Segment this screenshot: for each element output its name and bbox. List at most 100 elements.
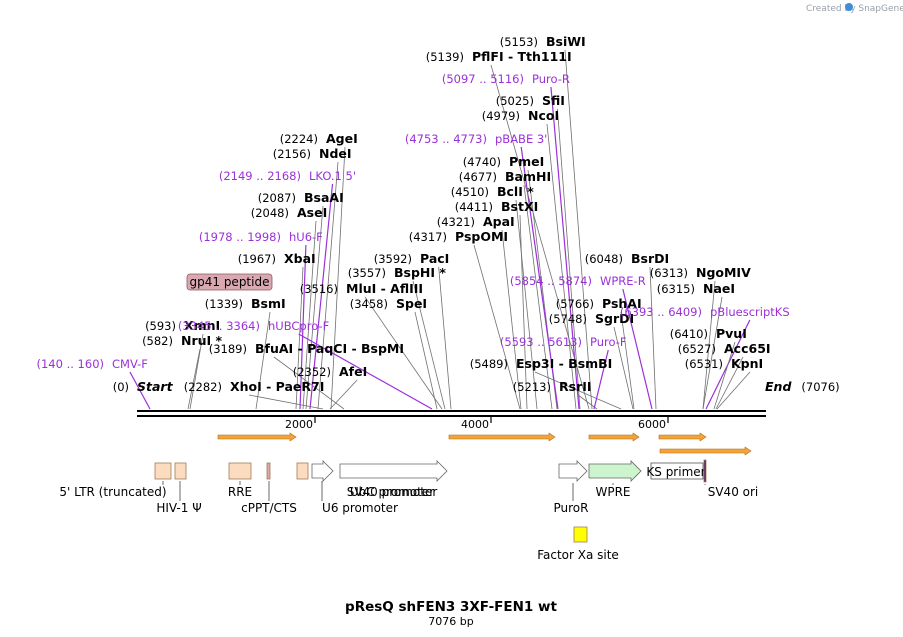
- site-ncoi-27[interactable]: (4979)NcoI: [482, 108, 559, 123]
- site-bsrdi-38[interactable]: (6048)BsrDI: [585, 251, 669, 266]
- connector-spei: [414, 311, 438, 410]
- credit-text: Created by SnapGene: [806, 4, 903, 14]
- feature-puror[interactable]: PuroR: [554, 460, 589, 515]
- site-nrui-2[interactable]: (582)NruI *: [142, 333, 222, 348]
- orf-arrow-3[interactable]: [588, 432, 640, 442]
- feature-label: SV40 ori: [708, 485, 759, 499]
- site-name: PshAI: [602, 296, 642, 311]
- site-name: hU6-F: [289, 230, 323, 244]
- site-esp3i-bsmbi-33[interactable]: (5489)Esp3I - BsmBI: [470, 356, 613, 371]
- connector-ncoi: [546, 123, 577, 410]
- orf-arrow-4[interactable]: [658, 432, 707, 442]
- feature-ubc-promoter[interactable]: UbC promoter: [311, 460, 434, 499]
- site-kpni-44[interactable]: (6531)KpnI: [685, 356, 763, 371]
- connector-sfii: [557, 108, 581, 410]
- feature-5-ltr-truncated[interactable]: 5' LTR (truncated): [59, 462, 172, 499]
- site-apai-21[interactable]: (4321) ApaI: [437, 214, 515, 229]
- orf-arrow-1[interactable]: [217, 432, 297, 442]
- site-pflfi-tth111i-30[interactable]: (5139)PflFI - Tth111I: [426, 49, 572, 64]
- site-sgrdi-35[interactable]: (5748)SgrDI: [549, 311, 634, 326]
- orf-arrow-5[interactable]: [659, 446, 752, 456]
- site-pvui-42[interactable]: (6410) PvuI: [670, 326, 747, 341]
- site-cmv-f-1[interactable]: (140 .. 160)CMV-F: [37, 357, 148, 371]
- site-bsaai-8[interactable]: (2087)BsaAI: [258, 190, 344, 205]
- site-position: (593): [145, 319, 176, 333]
- site-name: PvuI: [716, 326, 747, 341]
- feature-arrow-shape: [339, 460, 448, 482]
- feature-label: KS primer: [646, 465, 705, 479]
- site-bsiwi-31[interactable]: (5153)BsiWI: [500, 34, 586, 49]
- site-acc65i-43[interactable]: (6527)Acc65I: [678, 341, 771, 356]
- site-xmni-3[interactable]: (593)XmnI: [145, 318, 220, 333]
- site-name: PacI: [420, 251, 449, 266]
- site-xhoi-paer7i-12[interactable]: (2282)XhoI - PaeR7I: [184, 379, 325, 394]
- site-hubcpro-f-15[interactable]: (3345 .. 3364)hUBCpro-F: [178, 319, 329, 333]
- site-asei-7[interactable]: (2048)AseI: [251, 205, 328, 220]
- feature-shape: [650, 462, 704, 480]
- site-pbabe-3-26[interactable]: (4753 .. 4773)pBABE 3': [405, 132, 548, 146]
- site-name: AfeI: [339, 364, 367, 379]
- site-mlui-afliii-16[interactable]: (3516)MluI - AflIII: [300, 281, 423, 296]
- feature-arrow-shape: [311, 460, 334, 482]
- site-afei-13[interactable]: (2352)AfeI: [293, 364, 368, 379]
- site-start-0[interactable]: (0)Start: [113, 379, 174, 394]
- site-name: AgeI: [326, 131, 358, 146]
- gp41-feature[interactable]: gp41 peptide: [186, 273, 273, 291]
- site-bsmi-4[interactable]: (1339)BsmI: [205, 296, 286, 311]
- map-subtitle: 7076 bp: [428, 615, 473, 628]
- site-pmei-25[interactable]: (4740)PmeI: [463, 154, 545, 169]
- site-rsrii-32[interactable]: (5213)RsrII: [513, 379, 592, 394]
- feature-label: U6 promoter: [322, 501, 398, 515]
- feature-rre[interactable]: RRE: [228, 462, 252, 499]
- site-agei-11[interactable]: (2224)AgeI: [280, 131, 358, 146]
- site-naei-40[interactable]: (6315)NaeI: [657, 281, 735, 296]
- gp41-label: gp41 peptide: [190, 275, 270, 289]
- site-end-45[interactable]: (7076)End: [765, 379, 840, 394]
- site-position: (4510): [451, 185, 489, 199]
- feature-wpre[interactable]: WPRE: [588, 460, 642, 499]
- site-position: (4321): [437, 215, 475, 229]
- feature-u6-promoter[interactable]: U6 promoter: [296, 462, 398, 515]
- site-sfii-28[interactable]: (5025)SfiI: [496, 93, 565, 108]
- site-pshai-36[interactable]: (5766)PshAI: [556, 296, 642, 311]
- feature-factor-xa-site[interactable]: Factor Xa site: [537, 526, 619, 562]
- site-bamhi-24[interactable]: (4677)BamHI: [459, 169, 551, 184]
- site-xbai-5[interactable]: (1967)XbaI: [238, 251, 316, 266]
- site-name: AseI: [297, 205, 327, 220]
- site-ngomiv-39[interactable]: (6313)NgoMIV: [650, 265, 751, 280]
- connector-puro-f: [593, 349, 609, 410]
- site-wpre-r-37[interactable]: (5854 .. 5874)WPRE-R: [510, 274, 646, 288]
- feature-sv40-ori[interactable]: SV40 ori: [703, 459, 759, 499]
- site-puro-f-34[interactable]: (5593 .. 5613)Puro-F: [500, 335, 627, 349]
- site-hu6-f-6[interactable]: (1978 .. 1998)hU6-F: [199, 230, 323, 244]
- connector-pvui: [713, 341, 736, 410]
- site-name: RsrII: [559, 379, 592, 394]
- site-position: (6410): [670, 327, 708, 341]
- site-name: SgrDI: [595, 311, 634, 326]
- feature-cppt-cts[interactable]: cPPT/CTS: [241, 462, 297, 515]
- enzyme-sites: (0)Start (140 .. 160)CMV-F (582)NruI *(593…: [37, 34, 840, 394]
- site-name: BfuAI - PaqCI - BspMI: [255, 341, 404, 356]
- feature-ks-primer[interactable]: KS primer: [646, 462, 706, 480]
- site-name: ApaI: [483, 214, 515, 229]
- site-pbluescriptks-41[interactable]: (6393 .. 6409)pBluescriptKS: [620, 305, 790, 319]
- site-position: (1967): [238, 252, 276, 266]
- site-pspomi-20[interactable]: (4317)PspOMI: [409, 229, 508, 244]
- site-spei-17[interactable]: (3458)SpeI: [350, 296, 427, 311]
- site-bstxi-22[interactable]: (4411)BstXI: [455, 199, 538, 214]
- site-lko-1-5-9[interactable]: (2149 .. 2168)LKO.1 5': [219, 169, 356, 183]
- site-bcli-23[interactable]: (4510)BclI *: [451, 184, 534, 199]
- feature-shape: [296, 462, 309, 480]
- site-paci-19[interactable]: (3592)PacI: [374, 251, 450, 266]
- feature-label: SV40 promoter: [347, 485, 438, 499]
- feature-hiv-1[interactable]: HIV-1 Ψ: [156, 462, 202, 515]
- site-ndei-10[interactable]: (2156)NdeI: [273, 146, 352, 161]
- site-name: PmeI: [509, 154, 544, 169]
- site-name: NruI *: [181, 333, 223, 348]
- feature-sv40-promoter[interactable]: SV40 promoter: [339, 460, 448, 499]
- site-bfuai-paqci-bspmi-14[interactable]: (3189)BfuAI - PaqCI - BspMI: [209, 341, 404, 356]
- site-puro-r-29[interactable]: (5097 .. 5116)Puro-R: [442, 72, 570, 86]
- orf-arrow-2[interactable]: [448, 432, 556, 442]
- site-bsphi-18[interactable]: (3557)BspHI *: [348, 265, 447, 280]
